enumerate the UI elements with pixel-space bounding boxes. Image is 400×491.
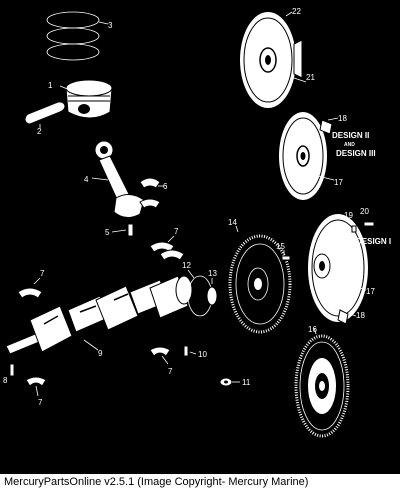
callout-7a: 7 — [174, 227, 179, 236]
callout-10: 10 — [198, 350, 207, 359]
crankshaft — [5, 275, 193, 355]
main-bearing-upper-left — [17, 277, 43, 299]
callout-5: 5 — [105, 228, 110, 237]
callout-18a: 18 — [338, 114, 347, 123]
rod-bearing-shells — [139, 177, 164, 209]
callout-labels: 1 2 3 4 5 6 7 7 7 7 8 9 10 11 12 13 14 1… — [3, 7, 375, 407]
washer-11 — [219, 377, 240, 387]
piston — [59, 79, 113, 119]
rod-bolt — [111, 223, 134, 237]
crank-pin-10 — [183, 345, 197, 357]
callout-7b: 7 — [40, 269, 45, 278]
piston-pin — [24, 101, 66, 128]
connecting-rod — [91, 140, 145, 218]
main-bearing-lower-center — [149, 346, 171, 365]
design-ii-label: DESIGN II — [332, 131, 369, 140]
damper-disc — [294, 327, 350, 438]
callout-20: 20 — [360, 207, 369, 216]
footer-caption: MercuryPartsOnline v2.5.1 (Image Copyrig… — [0, 474, 400, 491]
crank-dowel-8 — [9, 363, 15, 377]
callout-18b: 18 — [356, 311, 365, 320]
screw-19 — [351, 225, 357, 233]
callout-12: 12 — [182, 261, 191, 270]
callout-17a: 17 — [334, 178, 343, 187]
flywheel — [228, 225, 292, 334]
callout-16: 16 — [308, 325, 317, 334]
drive-plate-top — [240, 11, 307, 108]
callout-15: 15 — [276, 242, 285, 251]
seal-housing — [206, 278, 218, 306]
callout-9: 9 — [98, 349, 103, 358]
callout-1: 1 — [48, 81, 53, 90]
callout-3: 3 — [108, 21, 113, 30]
callout-22: 22 — [292, 7, 301, 16]
design-iii-label: DESIGN III — [336, 149, 376, 158]
callout-7c: 7 — [168, 367, 173, 376]
callout-7d: 7 — [38, 398, 43, 407]
coupler-design-i — [308, 214, 368, 325]
screw-20 — [363, 221, 375, 227]
callout-14: 14 — [228, 218, 237, 227]
main-bearing-upper-right — [149, 235, 185, 261]
callout-11: 11 — [242, 378, 251, 387]
main-bearing-lower-left — [25, 376, 47, 397]
callout-8: 8 — [3, 376, 8, 385]
callout-13: 13 — [208, 269, 217, 278]
piston-rings — [46, 11, 109, 61]
callout-6: 6 — [163, 182, 168, 191]
design-labels: DESIGN II AND DESIGN III DESIGN I — [332, 131, 391, 246]
callout-2: 2 — [37, 127, 42, 136]
callout-17b: 17 — [366, 287, 375, 296]
design-i-label: DESIGN I — [356, 237, 391, 246]
callout-4: 4 — [84, 175, 89, 184]
coupler-design-ii-iii — [279, 112, 339, 200]
design-and-label: AND — [344, 142, 355, 148]
exploded-parts-diagram: 1 2 3 4 5 6 7 7 7 7 8 9 10 11 12 13 14 1… — [3, 7, 391, 438]
callout-21: 21 — [306, 73, 315, 82]
bolt-15 — [281, 250, 291, 261]
callout-19: 19 — [344, 211, 353, 220]
